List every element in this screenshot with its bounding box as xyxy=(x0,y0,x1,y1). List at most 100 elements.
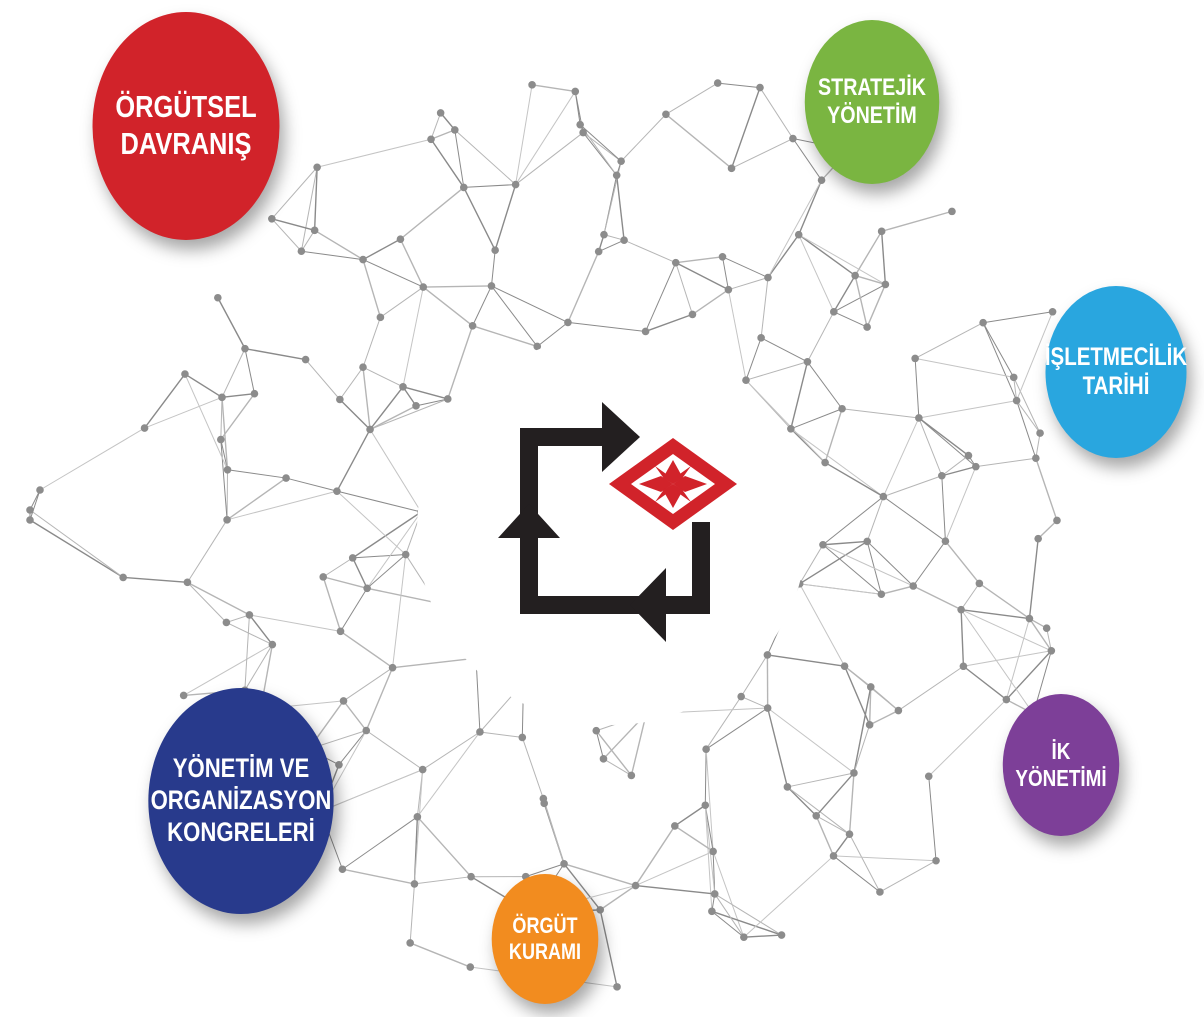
network-edge xyxy=(815,815,850,835)
network-edge xyxy=(217,297,246,349)
network-node xyxy=(181,370,189,378)
network-edge xyxy=(525,863,565,878)
network-edge xyxy=(362,367,371,430)
network-edge xyxy=(714,893,782,936)
network-edge xyxy=(854,230,883,276)
topic-label: YÖNETİM VE ORGANİZASYON KONGRELERİ xyxy=(150,753,332,847)
network-edge xyxy=(392,554,407,668)
network-edge xyxy=(515,84,533,185)
network-node xyxy=(564,318,572,327)
network-node xyxy=(313,163,321,172)
network-node xyxy=(701,801,710,810)
network-edge xyxy=(244,614,250,691)
network-node xyxy=(413,813,422,821)
network-edge xyxy=(645,262,677,332)
topic-ik-yonetimi[interactable]: İK YÖNETİMİ xyxy=(1002,694,1120,836)
network-node xyxy=(218,393,226,402)
network-edge xyxy=(402,386,448,400)
network-edge xyxy=(704,749,707,806)
network-edge xyxy=(767,654,845,667)
network-edge xyxy=(869,709,899,726)
network-edge xyxy=(665,113,732,169)
network-edge xyxy=(982,322,1018,401)
network-edge xyxy=(352,511,422,559)
network-edge xyxy=(300,230,316,252)
network-node xyxy=(881,280,890,289)
network-edge xyxy=(414,876,472,885)
network-edge xyxy=(854,274,886,286)
network-node xyxy=(487,282,496,290)
network-edge xyxy=(352,557,368,589)
network-edge xyxy=(941,455,969,477)
network-edge xyxy=(790,428,884,497)
network-edge xyxy=(833,855,937,862)
network-node xyxy=(964,451,973,460)
network-node xyxy=(140,424,149,432)
network-edge xyxy=(226,614,250,623)
network-edge xyxy=(760,337,808,363)
network-edge xyxy=(271,218,302,252)
network-edge xyxy=(799,583,882,595)
network-node xyxy=(879,492,888,501)
network-edge xyxy=(599,909,618,988)
network-edge xyxy=(579,124,622,162)
topic-yonetim-organizasyon-kongreleri[interactable]: YÖNETİM VE ORGANİZASYON KONGRELERİ xyxy=(148,688,334,914)
network-edge xyxy=(833,275,856,313)
network-edge xyxy=(674,804,706,827)
network-edge xyxy=(340,630,393,669)
network-edge xyxy=(563,863,601,911)
network-node xyxy=(718,253,727,261)
network-edge xyxy=(824,408,843,463)
network-node xyxy=(333,487,341,495)
network-edge xyxy=(767,234,800,278)
network-edge xyxy=(599,884,636,911)
network-node xyxy=(876,888,884,896)
network-node xyxy=(911,354,919,363)
topic-isletmecilik-tarihi[interactable]: İŞLETMECİLİK TARİHİ xyxy=(1045,286,1187,458)
network-node xyxy=(596,906,605,914)
network-node xyxy=(183,578,192,587)
network-edge xyxy=(928,699,1007,777)
network-edge xyxy=(338,730,367,766)
network-edge xyxy=(822,540,868,546)
network-node xyxy=(223,516,231,524)
network-node xyxy=(708,907,716,916)
network-node xyxy=(297,247,306,256)
network-node xyxy=(877,227,886,236)
network-node xyxy=(335,760,343,769)
network-node xyxy=(829,852,838,860)
network-node xyxy=(803,357,812,366)
network-edge xyxy=(563,863,636,887)
network-node xyxy=(863,537,872,546)
network-edge xyxy=(1016,311,1054,401)
network-edge xyxy=(244,348,255,394)
network-edge xyxy=(792,138,822,181)
network-edge xyxy=(317,138,432,168)
topic-orgut-kurami[interactable]: ÖRGÜT KURAMI xyxy=(491,874,599,1004)
network-edge xyxy=(815,815,835,857)
network-node xyxy=(336,627,345,636)
network-edge xyxy=(675,262,729,291)
network-edge xyxy=(491,285,538,347)
topic-orgutsel-davranis[interactable]: ÖRGÜTSEL DAVRANIŞ xyxy=(92,12,280,240)
network-node xyxy=(662,110,670,119)
topic-stratejik-yonetim[interactable]: STRATEJİK YÖNETİM xyxy=(804,20,940,184)
network-node xyxy=(418,765,427,774)
network-edge xyxy=(745,379,826,463)
network-edge xyxy=(759,87,794,139)
network-edge xyxy=(29,489,41,521)
network-edge xyxy=(479,731,523,738)
network-edge xyxy=(1016,400,1041,434)
network-edge xyxy=(717,82,761,89)
network-edge xyxy=(882,417,920,497)
network-edge xyxy=(244,644,273,691)
network-node xyxy=(222,618,231,627)
network-node xyxy=(467,872,475,881)
network-node xyxy=(764,273,772,282)
network-edge xyxy=(220,439,228,520)
network-node xyxy=(592,726,601,735)
network-edge xyxy=(342,700,367,731)
network-edge xyxy=(475,658,481,733)
network-edge xyxy=(853,724,871,774)
topic-label: İK YÖNETİMİ xyxy=(1015,737,1107,791)
